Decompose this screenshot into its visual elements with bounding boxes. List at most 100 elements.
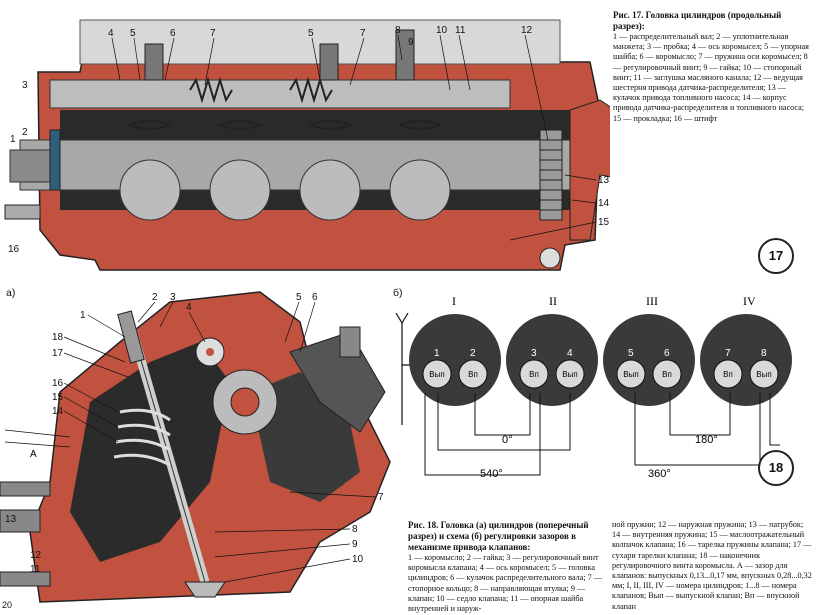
- nipple: [0, 509, 41, 533]
- callout-17-7: 7: [210, 28, 216, 39]
- valve-spring: [397, 120, 443, 130]
- timing-line-0: [437, 393, 571, 451]
- valve-number-4: 4: [567, 348, 573, 359]
- angle-180: 180°: [695, 434, 718, 446]
- callout-17-4: 4: [108, 28, 114, 39]
- valve-number-6: 6: [664, 348, 670, 359]
- callout-18-16: 16: [52, 378, 64, 389]
- valve-type-5: Вып: [623, 370, 638, 379]
- adjusting-screw: [144, 43, 164, 81]
- stud: [0, 571, 51, 587]
- stud: [339, 326, 361, 358]
- callout-17-12: 12: [521, 25, 533, 36]
- fig17-badge: 17: [758, 238, 794, 274]
- cylinder-number-1: I: [452, 294, 456, 308]
- camshaft: [19, 139, 581, 191]
- valve-8: [749, 359, 779, 389]
- callout-17-3: 3: [22, 80, 28, 91]
- cam-lobe: [389, 159, 451, 221]
- fig18-legend-part2: ной пружин; 12 — наружная пружина; 13 — …: [612, 520, 812, 611]
- callout-18-12: 12: [30, 550, 42, 561]
- callout-18-10: 10: [352, 554, 364, 565]
- callout-18-3: 3: [170, 292, 176, 303]
- cylinder-disk-3: [603, 314, 695, 406]
- cam-lobe: [299, 159, 361, 221]
- callout-18-4: 4: [186, 302, 192, 313]
- fig17-title: Рис. 17. Головка цилиндров (продольный р…: [613, 10, 782, 31]
- callout-17-11: 11: [455, 25, 466, 36]
- fig18a-label: а): [6, 287, 16, 299]
- valve-type-8: Вып: [756, 370, 771, 379]
- callout-17-1: 1: [10, 134, 16, 145]
- callout-18-6: 6: [312, 292, 318, 303]
- fig18-legend-part1: 1 — коромысло; 2 — гайка; 3 — регулирово…: [408, 553, 603, 614]
- valve-4: [555, 359, 585, 389]
- drive-gear: [539, 129, 563, 221]
- valve-3: [519, 359, 549, 389]
- valve-7: [713, 359, 743, 389]
- callout-18-13: 13: [5, 514, 17, 525]
- distributor-housing: [569, 99, 610, 241]
- timing-line-180: [474, 393, 531, 436]
- valve-head: [184, 581, 226, 598]
- valve-1: [422, 359, 452, 389]
- valve-type-1: Вып: [429, 370, 444, 379]
- callout-17-5b: 5: [308, 28, 314, 39]
- valve-number-5: 5: [628, 348, 634, 359]
- cylinder-disk-4: [700, 314, 792, 406]
- timing-line-c: [769, 393, 780, 446]
- valve-5: [616, 359, 646, 389]
- callout-17-14: 14: [598, 198, 610, 209]
- timing-line-540: [424, 393, 541, 476]
- adjusting-screw: [319, 43, 339, 81]
- timing-line-360: [634, 393, 761, 466]
- angle-540: 540°: [480, 468, 503, 480]
- callout-17-8: 8: [395, 25, 401, 36]
- fig18b-label: б): [393, 287, 403, 299]
- callout-18-14: 14: [52, 406, 64, 417]
- callout-18-2: 2: [152, 292, 158, 303]
- pin: [4, 204, 41, 220]
- callout-17-10: 10: [436, 25, 448, 36]
- callout-18-18: 18: [52, 332, 64, 343]
- callout-17-15: 15: [598, 217, 610, 228]
- callout-17-9: 9: [408, 37, 414, 48]
- callout-18-8: 8: [352, 524, 358, 535]
- adjusting-screw: [395, 29, 415, 81]
- callout-18-7: 7: [378, 492, 384, 503]
- valve-spring-outer: [113, 408, 171, 467]
- fig17-illustration: 4 5 6 7 5 7 8 9 10 11 12 3 1 2 13 14 15 …: [4, 19, 610, 271]
- valve-number-7: 7: [725, 348, 731, 359]
- valve-number-2: 2: [470, 348, 476, 359]
- callout-17-6: 6: [170, 28, 176, 39]
- valve-type-6: Вп: [662, 370, 672, 379]
- timing-line-b: [669, 393, 731, 436]
- fig17-legend: 1 — распределительный вал; 2 — уплотните…: [613, 32, 809, 123]
- cam-lobe: [209, 159, 271, 221]
- callout-18-5: 5: [296, 292, 302, 303]
- callout-17-13: 13: [598, 175, 610, 186]
- rocker-spring: [289, 76, 333, 104]
- valve-number-1: 1: [434, 348, 440, 359]
- callout-17-5: 5: [130, 28, 136, 39]
- callout-18-11: 11: [30, 564, 41, 575]
- valve-number-8: 8: [761, 348, 767, 359]
- valve-spring: [127, 120, 173, 130]
- oil-seal: [49, 129, 61, 191]
- callout-18-17: 17: [52, 348, 64, 359]
- callout-18-9: 9: [352, 539, 358, 550]
- valve-spring: [307, 120, 353, 130]
- page-number: 20: [2, 600, 13, 610]
- valve-type-7: Вп: [723, 370, 733, 379]
- fig18-title: Рис. 18. Головка (а) цилиндров (поперечн…: [408, 520, 589, 552]
- cylinder-number-2: II: [549, 294, 557, 308]
- valve-number-3: 3: [531, 348, 537, 359]
- valve-spring: [217, 120, 263, 130]
- fig18a-illustration: A 1 2 3 4 5 6 18 17 16 15 14 13 12 11 7 …: [0, 291, 391, 603]
- gap-A-label: A: [30, 449, 37, 460]
- adjusting-screw: [117, 310, 145, 364]
- valve-2: [458, 359, 488, 389]
- valve-type-3: Вп: [529, 370, 539, 379]
- valve-6: [652, 359, 682, 389]
